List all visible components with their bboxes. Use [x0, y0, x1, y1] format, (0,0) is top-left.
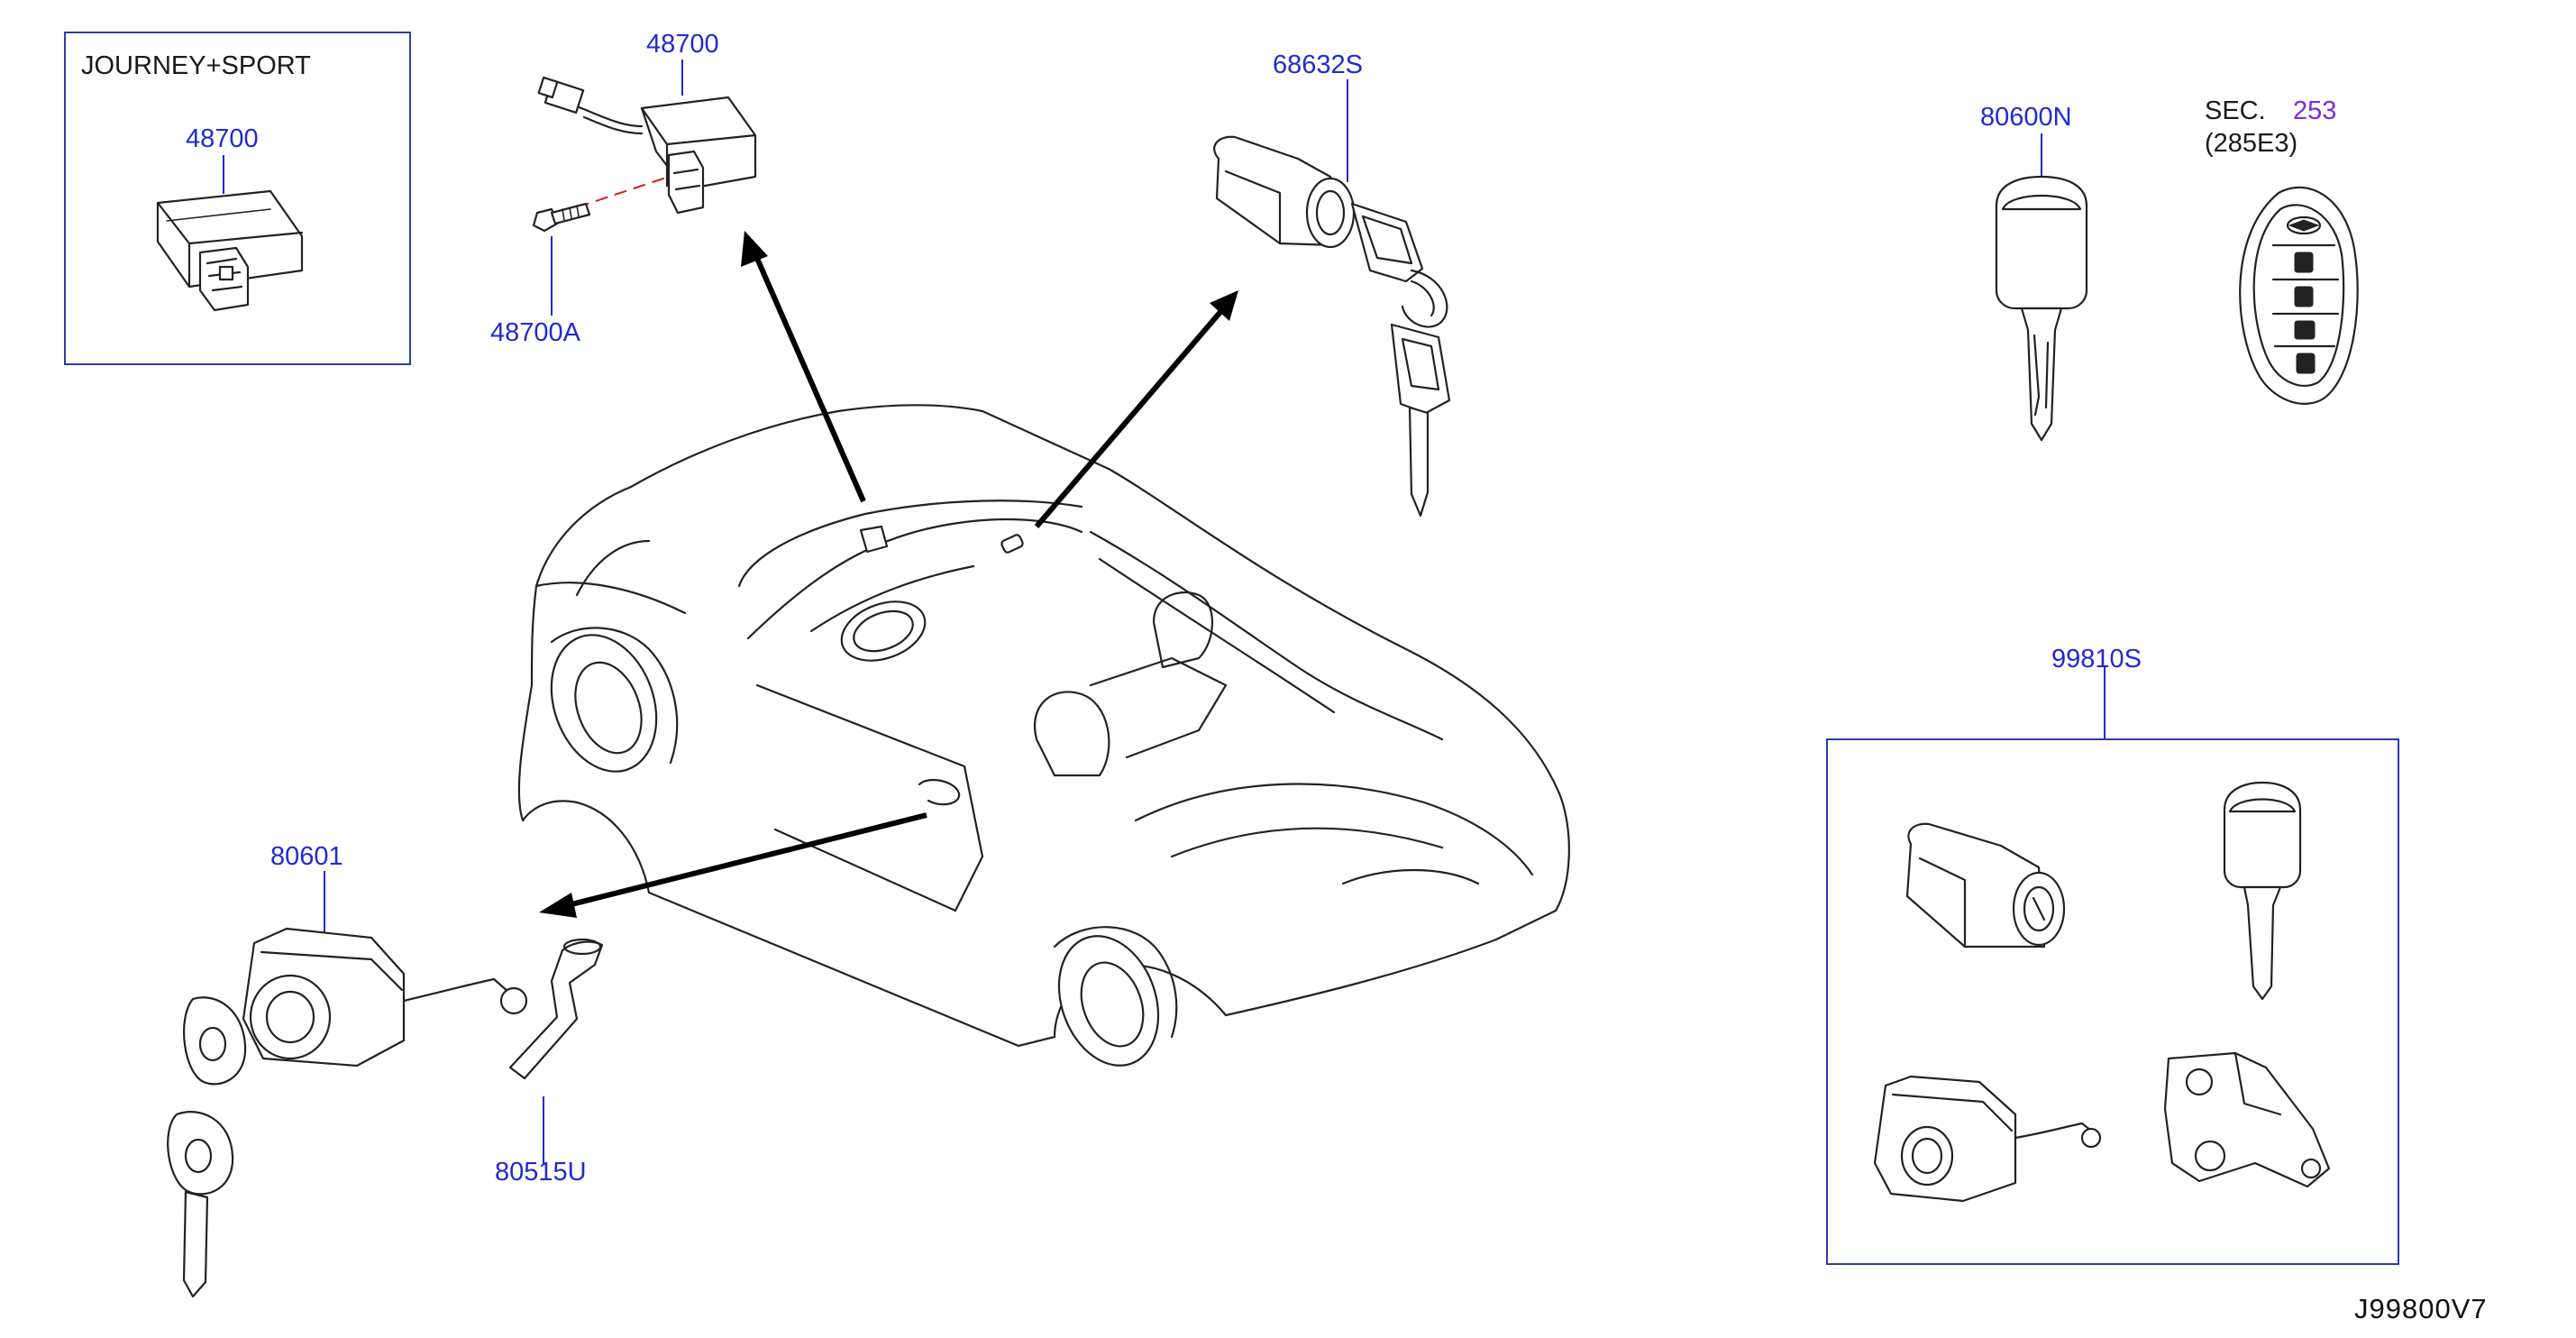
kit-box [1826, 738, 2399, 1265]
ignition-module-drawing [537, 76, 757, 215]
kit-label: 99810S [2051, 645, 2142, 674]
kit-cylinder-drawing [1905, 822, 2066, 949]
ignition-cylinder-drawing [1213, 135, 1451, 518]
inset-module-drawing [156, 189, 304, 312]
master-key-drawing [1995, 175, 2088, 442]
inset-box [64, 32, 411, 365]
bolt-label: 48700A [490, 318, 580, 347]
lock-rod-drawing [508, 938, 604, 1080]
arrow-to-ignition-module [741, 231, 866, 503]
sec-ref-label: (285E3) [2205, 129, 2298, 158]
sec-number-link[interactable]: 253 [2293, 96, 2337, 125]
diagram-code: J99800V7 [2354, 1293, 2488, 1324]
ignition-module-label: 48700 [646, 30, 719, 59]
master-key-label: 80600N [1980, 103, 2072, 132]
sec-prefix-label: SEC. [2205, 96, 2266, 125]
bolt-drawing [532, 202, 591, 233]
smart-key-fob-drawing [2239, 186, 2359, 405]
kit-door-lock-drawing [1873, 1075, 2102, 1203]
car-outline-drawing [517, 404, 1570, 1067]
arrow-to-ignition-cylinder [1034, 290, 1238, 528]
inset-part-label: 48700 [186, 124, 259, 153]
door-lock-label: 80601 [270, 842, 343, 871]
kit-key-drawing [2223, 781, 2302, 1001]
arrow-to-door-lock [539, 812, 927, 918]
ignition-cylinder-label: 68632S [1273, 50, 1363, 79]
inset-title: JOURNEY+SPORT [81, 51, 311, 80]
rod-label: 80515U [495, 1158, 587, 1187]
door-lock-cylinder-drawing [167, 927, 528, 1298]
kit-latch-drawing [2163, 1051, 2331, 1188]
